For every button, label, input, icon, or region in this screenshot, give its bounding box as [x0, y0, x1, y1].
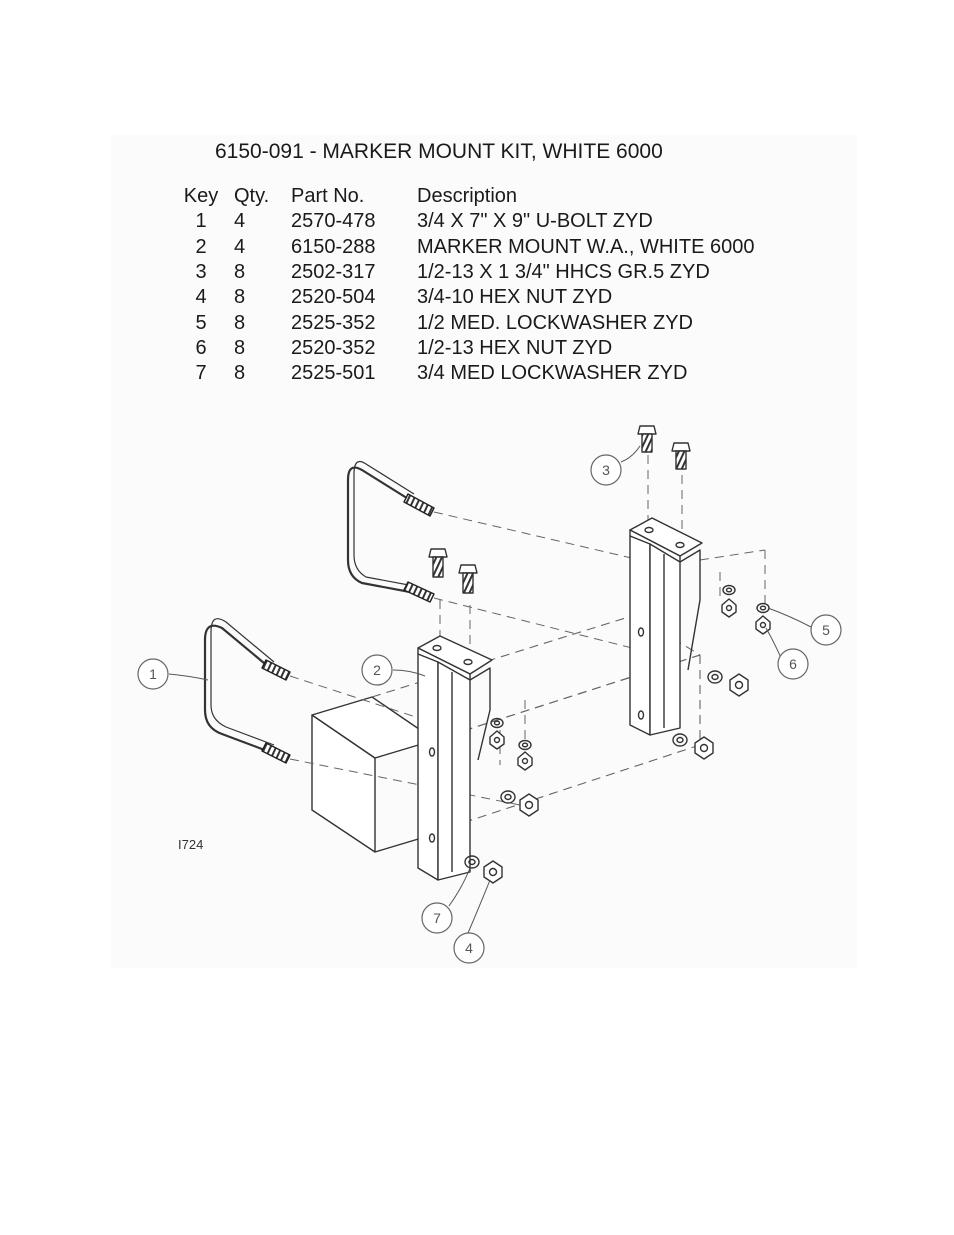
row-qty: 8	[234, 286, 246, 309]
row-qty: 8	[234, 261, 246, 284]
marker-mount-bracket-front	[417, 635, 493, 881]
table-row: 7 8 2525-501 3/4 MED LOCKWASHER ZYD	[170, 361, 797, 386]
table-header-row: Key Qty. Part No. Description	[170, 184, 797, 209]
row-description: 1/2 MED. LOCKWASHER ZYD	[417, 311, 693, 334]
assembly-guide-lines	[289, 455, 766, 806]
row-description: 1/2-13 X 1 3/4" HHCS GR.5 ZYD	[417, 261, 710, 284]
lockwasher-small	[490, 584, 770, 751]
callout-number-2: 2	[373, 662, 381, 678]
drawing-sheet	[111, 135, 857, 968]
row-description: MARKER MOUNT W.A., WHITE 6000	[417, 235, 755, 258]
bolt-top-right	[671, 442, 691, 470]
callout-circles	[137, 454, 842, 964]
callout-circle-2	[361, 654, 393, 686]
row-description: 1/2-13 HEX NUT ZYD	[417, 336, 613, 359]
callout-number-1: 1	[149, 666, 157, 682]
u-bolt-front	[203, 618, 291, 764]
row-part-no: 2525-501	[291, 362, 376, 385]
callout-leaders	[168, 445, 812, 934]
row-key: 5	[195, 311, 207, 334]
row-key: 3	[195, 261, 207, 284]
parts-table: Key Qty. Part No. Description 1 4 2570-4…	[170, 184, 797, 386]
callout-number-3: 3	[602, 462, 610, 478]
row-description: 3/4 MED LOCKWASHER ZYD	[417, 362, 688, 385]
row-part-no: 2570-478	[291, 210, 376, 233]
row-qty: 4	[234, 210, 246, 233]
table-row: 2 4 6150-288 MARKER MOUNT W.A., WHITE 60…	[170, 235, 797, 260]
row-key: 6	[195, 336, 207, 359]
callout-number-6: 6	[789, 656, 797, 672]
u-bolt-rear	[346, 461, 435, 603]
row-key: 7	[195, 362, 207, 385]
row-qty: 8	[234, 362, 246, 385]
row-part-no: 6150-288	[291, 235, 376, 258]
row-qty: 4	[234, 235, 246, 258]
header-qty: Qty.	[234, 185, 270, 208]
hex-nut-large	[483, 673, 749, 884]
row-part-no: 2520-504	[291, 286, 376, 309]
callout-circle-4	[453, 932, 485, 964]
hhcs-bolts	[428, 425, 691, 594]
table-row: 6 8 2520-352 1/2-13 HEX NUT ZYD	[170, 336, 797, 361]
header-description: Description	[417, 185, 518, 208]
callout-number-5: 5	[822, 622, 830, 638]
drawing-number: I724	[178, 837, 204, 852]
bolt-mid-left	[428, 548, 448, 578]
callout-circle-6	[777, 648, 809, 680]
bolt-top-left	[637, 425, 657, 453]
row-key: 2	[195, 235, 207, 258]
hex-nut-small	[489, 598, 771, 771]
callout-circle-1	[137, 658, 169, 690]
row-qty: 8	[234, 336, 246, 359]
callout-circle-7	[421, 902, 453, 934]
row-description: 3/4-10 HEX NUT ZYD	[417, 286, 613, 309]
fasteners	[464, 584, 771, 884]
row-key: 4	[195, 286, 207, 309]
row-key: 1	[195, 210, 207, 233]
header-key: Key	[183, 185, 219, 208]
row-description: 3/4 X 7" X 9" U-BOLT ZYD	[417, 210, 653, 233]
callout-circle-5	[810, 614, 842, 646]
lockwasher-large	[464, 670, 723, 869]
row-qty: 8	[234, 311, 246, 334]
callout-circle-3	[590, 454, 622, 486]
table-row: 3 8 2502-317 1/2-13 X 1 3/4" HHCS GR.5 Z…	[170, 260, 797, 285]
kit-title: 6150-091 - MARKER MOUNT KIT, WHITE 6000	[215, 140, 663, 163]
callout-number-4: 4	[465, 940, 473, 956]
row-part-no: 2525-352	[291, 311, 376, 334]
callout-number-7: 7	[433, 910, 441, 926]
row-part-no: 2520-352	[291, 336, 376, 359]
table-row: 4 8 2520-504 3/4-10 HEX NUT ZYD	[170, 285, 797, 310]
header-part-no: Part No.	[291, 185, 365, 208]
row-part-no: 2502-317	[291, 261, 376, 284]
marker-mount-bracket-rear	[629, 517, 703, 736]
bolt-mid-right	[458, 564, 478, 594]
table-row: 5 8 2525-352 1/2 MED. LOCKWASHER ZYD	[170, 310, 797, 335]
table-row: 1 4 2570-478 3/4 X 7" X 9" U-BOLT ZYD	[170, 209, 797, 234]
